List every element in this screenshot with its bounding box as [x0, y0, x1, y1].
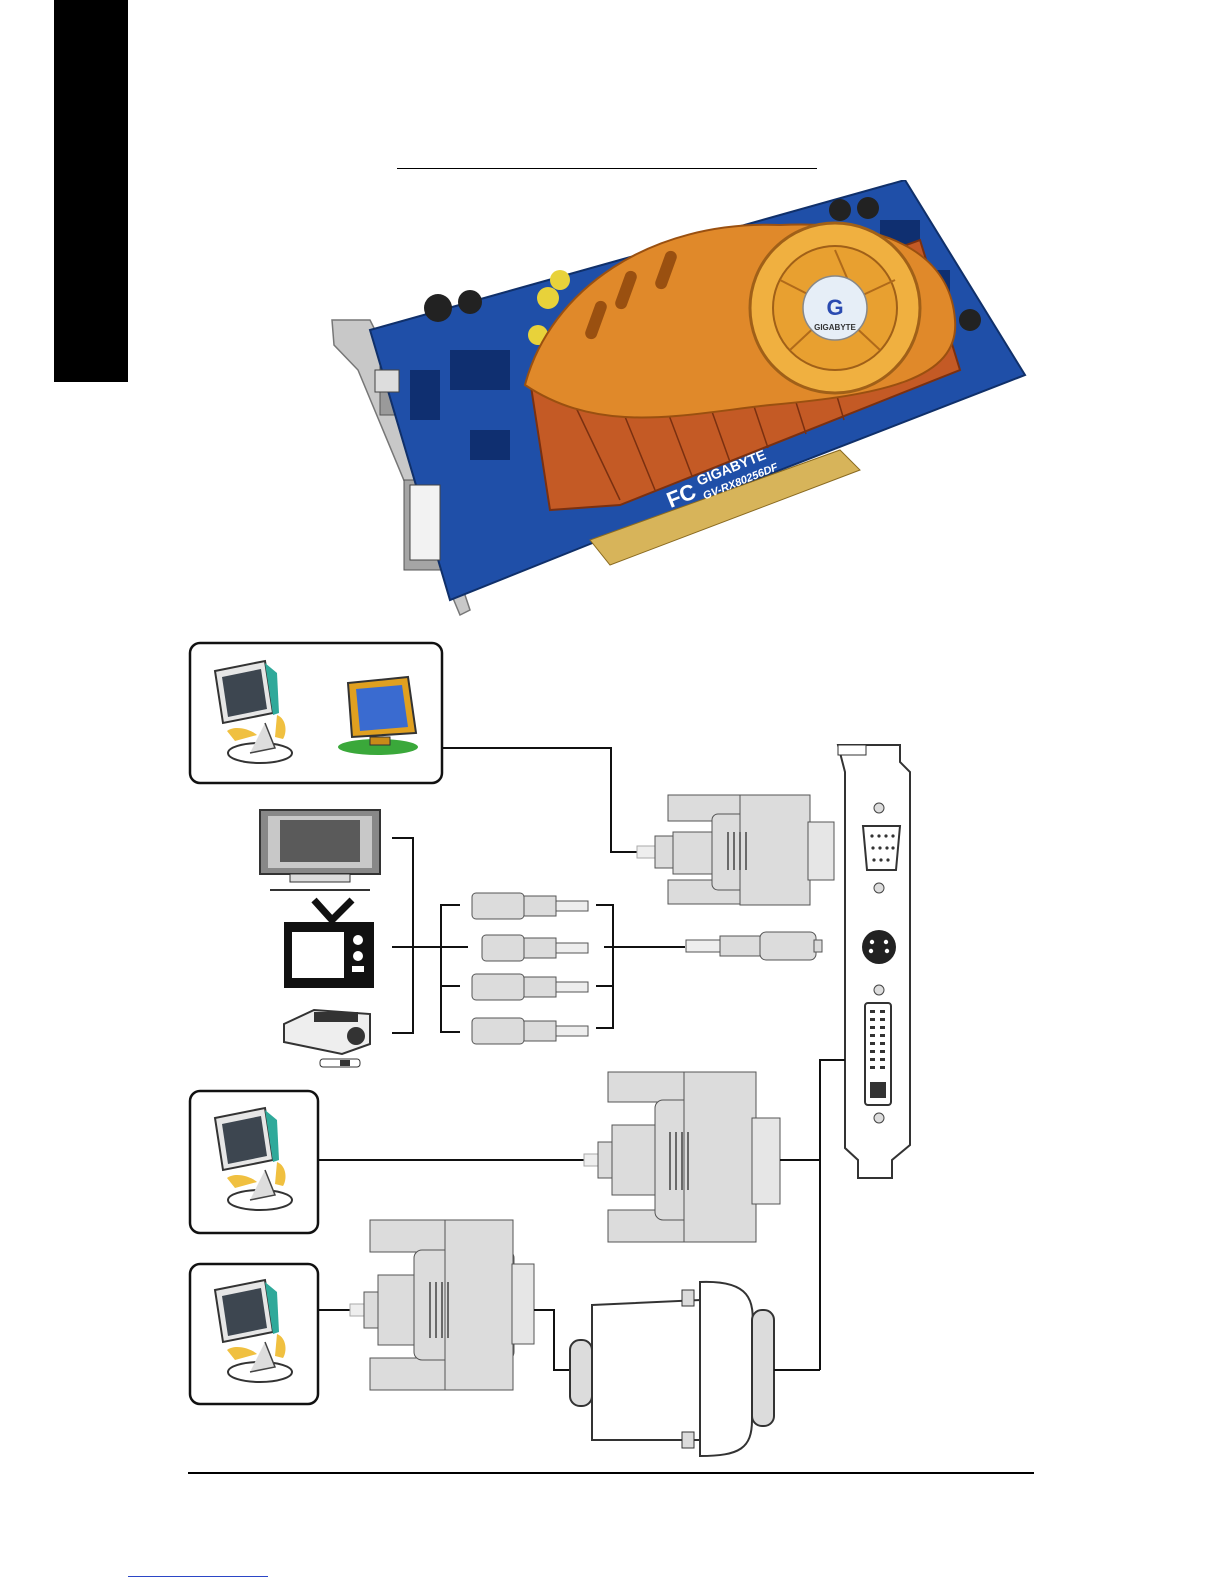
svideo-connector-icon [686, 932, 822, 960]
crt-tv-icon [284, 900, 374, 988]
flat-panel-tv-icon [260, 810, 380, 890]
footer-rule [188, 1472, 1034, 1474]
tv-out-cable-plugs [472, 893, 588, 1044]
card-output-bracket [838, 745, 910, 1178]
dvi-to-vga-adapter-icon [570, 1282, 774, 1456]
dvi-connector-icon [584, 1072, 780, 1242]
footer-link-underline [128, 1576, 268, 1577]
vga-cable-connector [350, 1220, 534, 1390]
projector-icon [284, 1010, 370, 1067]
svideo-port [862, 930, 896, 964]
crt-monitor-icon [338, 677, 418, 755]
vga-connector-icon [637, 795, 834, 905]
